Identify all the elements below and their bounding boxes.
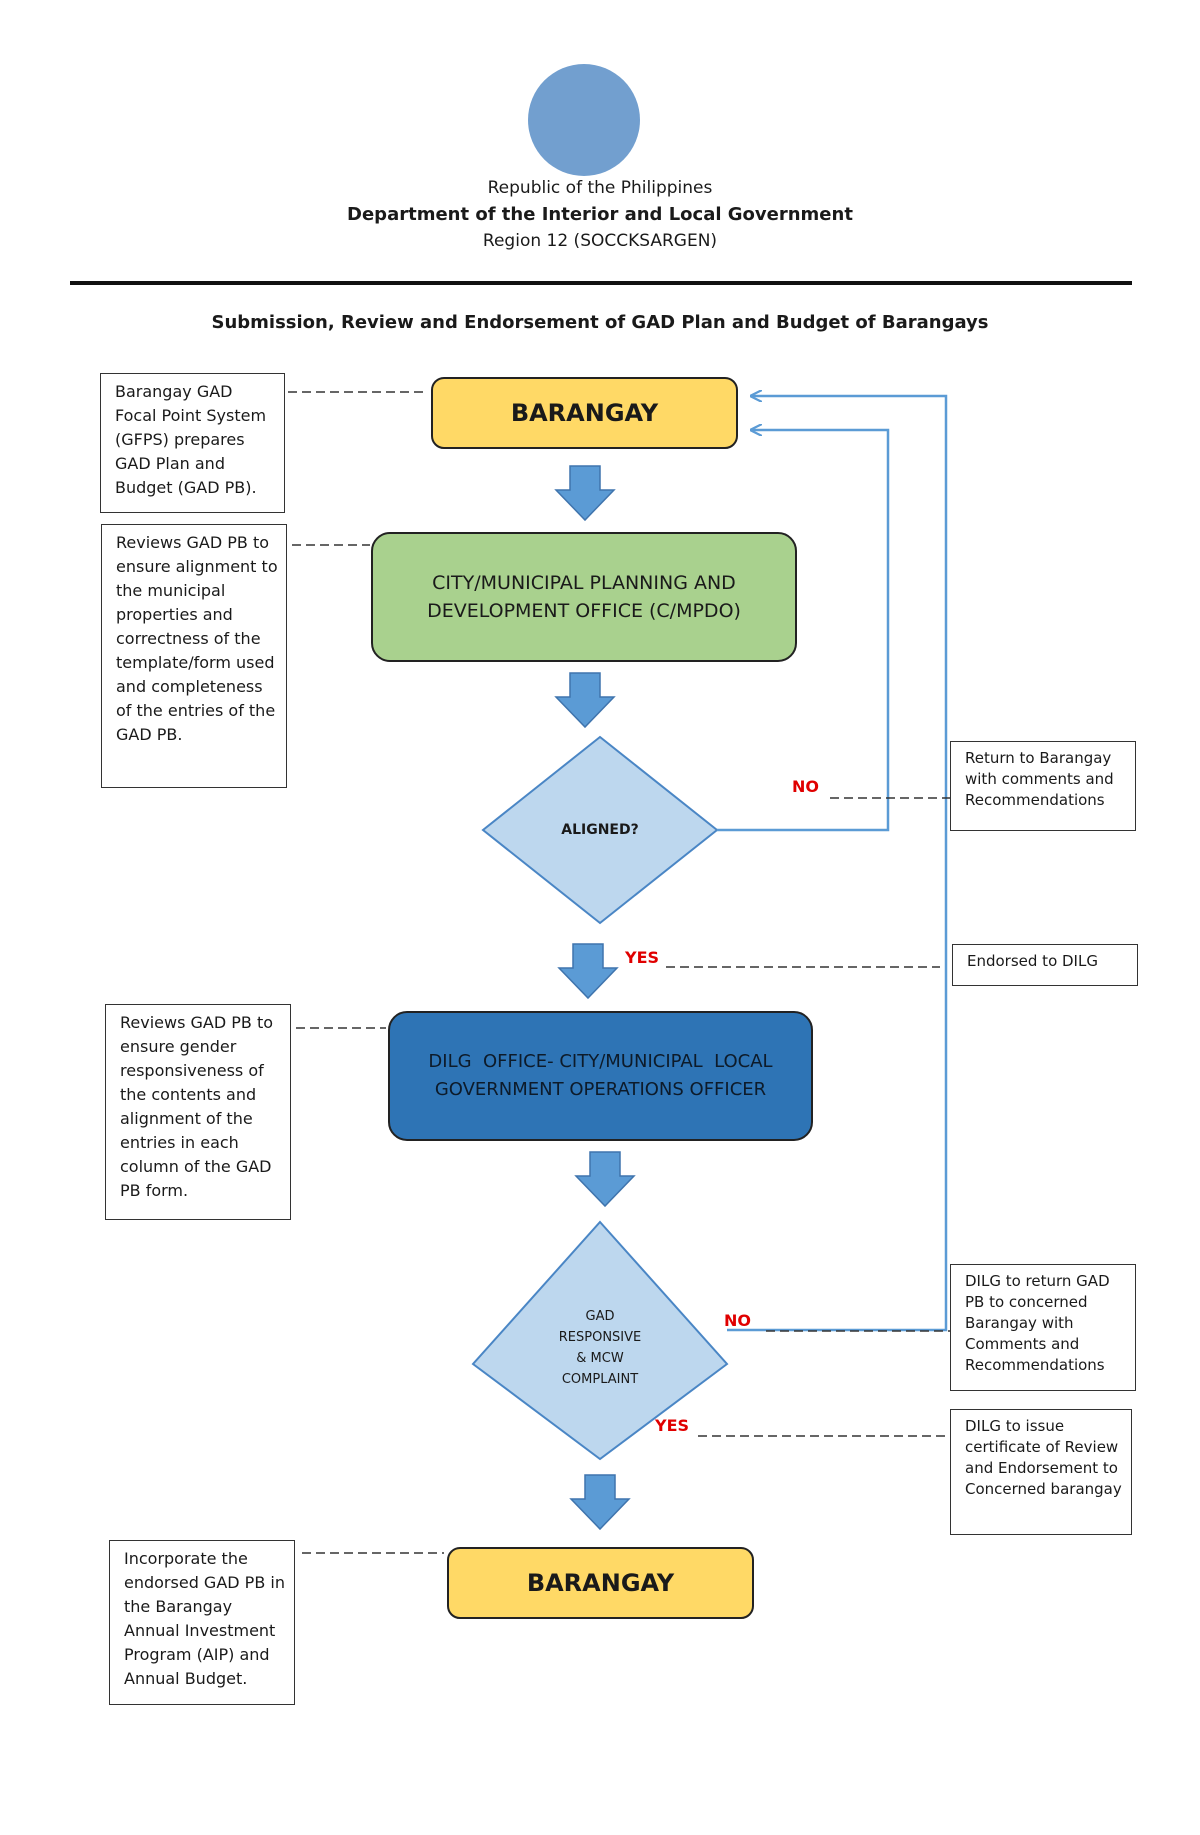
note-barangay-prepares: Barangay GAD Focal Point System (GFPS) p…	[100, 373, 285, 513]
flowchart-title: Submission, Review and Endorsement of GA…	[211, 312, 989, 333]
down-arrow-4	[574, 1151, 636, 1208]
note-dilg-review: Reviews GAD PB to ensure gender responsi…	[105, 1004, 291, 1220]
aligned-diamond	[481, 735, 719, 925]
down-arrow-1	[554, 465, 616, 522]
dilg-label-line1: DILG OFFICE- CITY/MUNICIPAL LOCAL	[428, 1051, 773, 1072]
gad-label-line4: COMPLAINT	[561, 1372, 639, 1387]
gad-label: GAD RESPONSIVE & MCW COMPLAINT	[530, 1300, 670, 1396]
down-arrow-5	[569, 1474, 631, 1531]
note-dilg-return: DILG to return GAD PB to concerned Baran…	[950, 1264, 1136, 1391]
return-loop-gad	[727, 396, 948, 1332]
gad-label-line3: & MCW	[576, 1351, 624, 1366]
gad-label-line1: GAD	[585, 1309, 615, 1324]
note-barangay-incorporate: Incorporate the endorsed GAD PB in the B…	[109, 1540, 295, 1705]
note-dilg-certificate: DILG to issue certificate of Review and …	[950, 1409, 1132, 1535]
cmpdo-label-line1: CITY/MUNICIPAL PLANNING AND	[432, 572, 736, 594]
dilg-seal-logo	[528, 64, 640, 176]
header-department: Department of the Interior and Local Gov…	[347, 204, 853, 225]
barangay-bottom-box	[447, 1547, 754, 1619]
barangay-top-label: BARANGAY	[510, 399, 659, 427]
gad-diamond	[471, 1220, 729, 1461]
flag-no-gad: NO	[724, 1311, 751, 1330]
aligned-label: ALIGNED?	[561, 822, 639, 838]
note-return-to-barangay: Return to Barangay with comments and Rec…	[950, 741, 1136, 831]
dilg-label: DILG OFFICE- CITY/MUNICIPAL LOCAL GOVERN…	[389, 1012, 812, 1140]
barangay-top-box	[431, 377, 738, 449]
dilg-box	[388, 1011, 813, 1141]
return-loop-aligned	[717, 430, 890, 832]
note-endorsed-to-dilg: Endorsed to DILG	[952, 944, 1138, 986]
flag-yes-aligned: YES	[625, 948, 660, 967]
header-region: Region 12 (SOCCKSARGEN)	[482, 231, 718, 251]
cmpdo-label: CITY/MUNICIPAL PLANNING AND DEVELOPMENT …	[372, 533, 796, 661]
flag-yes-gad: YES	[655, 1416, 690, 1435]
barangay-bottom-label: BARANGAY	[526, 1569, 675, 1597]
cmpdo-label-line2: DEVELOPMENT OFFICE (C/MPDO)	[427, 600, 741, 622]
header-divider	[70, 281, 1132, 285]
down-arrow-2	[554, 672, 616, 729]
gad-label-line2: RESPONSIVE	[558, 1330, 642, 1345]
cmpdo-box	[371, 532, 797, 662]
header-country: Republic of the Philippines	[487, 178, 713, 198]
flag-no-aligned: NO	[792, 777, 819, 796]
dilg-label-line2: GOVERNMENT OPERATIONS OFFICER	[434, 1079, 767, 1100]
down-arrow-3	[557, 943, 619, 1000]
note-cmpdo-review: Reviews GAD PB to ensure alignment to th…	[101, 524, 287, 788]
